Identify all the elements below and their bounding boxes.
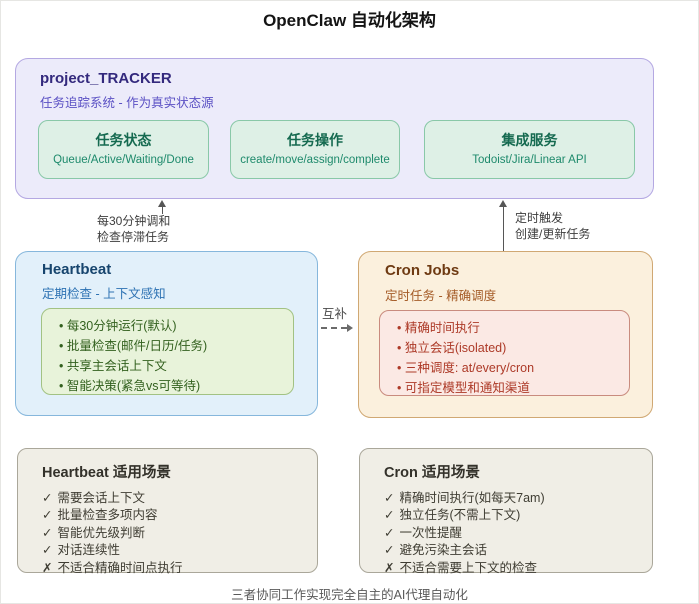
cron-scenarios-box: Cron 适用场景 ✓ 精确时间执行(如每天7am) ✓ 独立任务(不需上下文) ✓… (359, 448, 653, 575)
integrations-subtitle: Todoist/Jira/Linear API (472, 154, 587, 166)
project-tracker-title: project_TRACKER (40, 70, 172, 87)
integrations-card: 集成服务 Todoist/Jira/Linear API (424, 120, 635, 179)
cron-feature: 独立会话(isolated) (397, 338, 629, 358)
cron-scenarios-title: Cron 适用场景 (384, 465, 480, 481)
cron-feature-list: 精确时间执行 独立会话(isolated) 三种调度: at/every/cro… (379, 310, 630, 396)
check-icon: ✓ (384, 543, 395, 558)
integrations-title: 集成服务 (501, 132, 558, 148)
arrow-line (502, 206, 504, 251)
heartbeat-feature: 智能决策(紧急vs可等待) (59, 376, 293, 396)
heartbeat-title: Heartbeat (42, 261, 112, 278)
task-operations-title: 任务操作 (287, 132, 343, 148)
heartbeat-subtitle: 定期检查 - 上下文感知 (42, 287, 166, 301)
scenario-text: 对话连续性 (57, 543, 120, 558)
heartbeat-feature: 共享主会话上下文 (59, 356, 293, 376)
heartbeat-arrow-label: 每30分钟调和 检查停滞任务 (97, 213, 170, 245)
check-icon: ✓ (42, 508, 53, 523)
scenario-item: ✓ 精确时间执行(如每天7am) (384, 490, 652, 507)
cron-arrow-label-line1: 定时触发 (515, 211, 564, 225)
cron-arrow-label-line2: 创建/更新任务 (515, 227, 591, 241)
cron-jobs-subtitle: 定时任务 - 精确调度 (385, 289, 497, 303)
scenario-item: ✓ 需要会话上下文 (42, 490, 317, 507)
up-arrow-icon (499, 200, 507, 207)
heartbeat-feature: 每30分钟运行(默认) (59, 316, 293, 336)
scenario-item: ✓ 智能优先级判断 (42, 525, 317, 542)
project-tracker-box: project_TRACKER 任务追踪系统 - 作为真实状态源 任务状态 Qu… (15, 58, 654, 199)
footer-caption: 三者协同工作实现完全自主的AI代理自动化 (231, 588, 468, 602)
check-icon: ✓ (42, 525, 53, 540)
heartbeat-feature-list: 每30分钟运行(默认) 批量检查(邮件/日历/任务) 共享主会话上下文 智能决策… (41, 308, 294, 395)
complement-label: 互补 (322, 307, 348, 321)
check-icon: ✓ (384, 508, 395, 523)
scenario-text: 精确时间执行(如每天7am) (399, 491, 545, 505)
heartbeat-arrow-label-line2: 检查停滞任务 (97, 230, 170, 244)
check-icon: ✓ (384, 525, 395, 540)
up-arrow-icon (158, 200, 166, 207)
cross-icon: ✗ (42, 560, 53, 575)
scenario-item: ✗ 不适合精确时间点执行 (42, 560, 317, 577)
scenario-text: 独立任务(不需上下文) (399, 508, 521, 523)
task-operations-subtitle: create/move/assign/complete (240, 154, 390, 166)
heartbeat-scenarios-box: Heartbeat 适用场景 ✓ 需要会话上下文 ✓ 批量检查多项内容 ✓ 智能优先级… (17, 448, 318, 575)
scenario-text: 不适合精确时间点执行 (57, 560, 183, 575)
scenario-item: ✗ 不适合需要上下文的检查 (384, 560, 652, 577)
heartbeat-scenarios-title: Heartbeat 适用场景 (42, 465, 171, 481)
scenario-item: ✓ 独立任务(不需上下文) (384, 507, 652, 524)
task-status-subtitle: Queue/Active/Waiting/Done (53, 154, 194, 166)
scenario-text: 需要会话上下文 (57, 491, 145, 505)
dashed-arrow-line (321, 327, 347, 329)
page-title: OpenClaw 自动化架构 (263, 11, 436, 30)
scenario-text: 批量检查多项内容 (57, 508, 158, 523)
cross-icon: ✗ (384, 560, 395, 575)
cron-jobs-box: Cron Jobs 定时任务 - 精确调度 精确时间执行 独立会话(isolat… (358, 251, 653, 418)
scenario-item: ✓ 批量检查多项内容 (42, 507, 317, 524)
cron-feature: 可指定模型和通知渠道 (397, 378, 629, 398)
cron-feature: 精确时间执行 (397, 318, 629, 338)
task-status-card: 任务状态 Queue/Active/Waiting/Done (38, 120, 209, 179)
scenario-text: 一次性提醒 (399, 525, 462, 540)
cron-arrow-label: 定时触发 创建/更新任务 (515, 210, 590, 242)
cron-jobs-title: Cron Jobs (385, 262, 460, 279)
heartbeat-arrow-label-line1: 每30分钟调和 (97, 214, 171, 228)
task-status-title: 任务状态 (95, 132, 152, 148)
check-icon: ✓ (42, 543, 53, 558)
task-operations-card: 任务操作 create/move/assign/complete (230, 120, 400, 179)
heartbeat-box: Heartbeat 定期检查 - 上下文感知 每30分钟运行(默认) 批量检查(… (15, 251, 318, 416)
scenario-text: 不适合需要上下文的检查 (399, 560, 537, 575)
cron-feature: 三种调度: at/every/cron (397, 358, 629, 378)
arrow-line (161, 206, 163, 214)
project-tracker-subtitle: 任务追踪系统 - 作为真实状态源 (40, 96, 214, 110)
heartbeat-feature: 批量检查(邮件/日历/任务) (59, 336, 293, 356)
scenario-text: 避免污染主会话 (399, 543, 487, 558)
check-icon: ✓ (42, 491, 53, 505)
scenario-item: ✓ 一次性提醒 (384, 525, 652, 542)
scenario-item: ✓ 避免污染主会话 (384, 542, 652, 559)
right-arrow-icon (347, 324, 353, 332)
scenario-text: 智能优先级判断 (57, 525, 145, 540)
scenario-item: ✓ 对话连续性 (42, 542, 317, 559)
check-icon: ✓ (384, 491, 395, 505)
